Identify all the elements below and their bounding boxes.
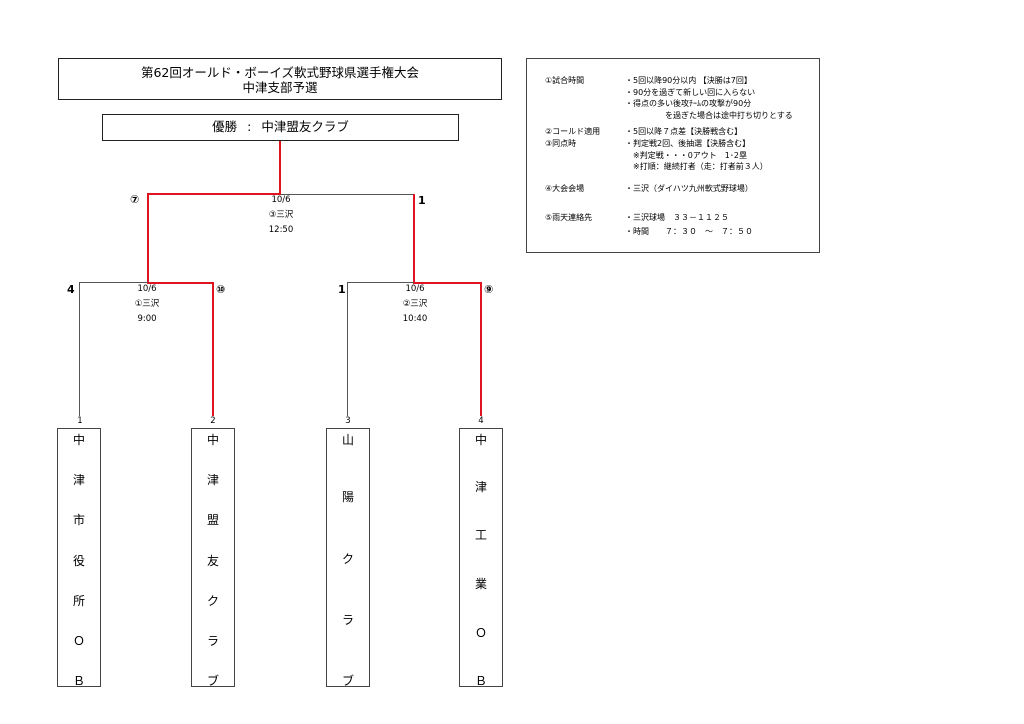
final-game-info: 10/6 ③三沢 12:50 xyxy=(231,193,331,238)
semi2-left-score: 1 xyxy=(338,283,346,296)
semi2-right-horizontal xyxy=(413,282,482,284)
team-3-seed: 3 xyxy=(345,416,351,426)
rules-panel: ①試合時間 ・5回以降90分以内 【決勝は7回】 ・90分を過ぎて新しい回に入ら… xyxy=(526,58,820,253)
team-1-seed: 1 xyxy=(77,416,83,426)
semi2-venue: ②三沢 xyxy=(402,299,428,309)
team-2-seed: 2 xyxy=(210,416,216,426)
semi2-game-info: 10/6 ②三沢 10:40 xyxy=(365,282,465,327)
team-4-seed: 4 xyxy=(478,416,484,426)
semi1-left-score: 4 xyxy=(67,283,75,296)
team-4-box: 中 津 工 業 Ｏ Ｂ xyxy=(459,428,503,688)
semi2-right-score: ⑨ xyxy=(484,283,494,296)
semi2-left-vertical xyxy=(347,282,348,416)
final-right-score: 1 xyxy=(418,194,426,207)
semi2-right-vertical xyxy=(480,282,482,416)
title-line-2: 中津支部予選 xyxy=(242,80,318,95)
semi1-time: 9:00 xyxy=(137,314,157,324)
semi1-left-vertical xyxy=(79,282,80,416)
final-right-vertical xyxy=(413,194,415,283)
semi1-left-horizontal xyxy=(79,282,148,283)
semi2-date: 10/6 xyxy=(405,284,425,294)
team-2-box: 中 津 盟 友 ク ラ ブ xyxy=(191,428,235,688)
final-right-horizontal xyxy=(281,194,414,195)
team-3-box: 山 陽 ク ラ ブ xyxy=(326,428,370,688)
semi1-right-vertical xyxy=(212,282,214,416)
winner-team: 中津盟友クラブ xyxy=(261,119,349,134)
semi2-left-horizontal xyxy=(347,282,414,283)
tournament-title: 第62回オールド・ボーイズ軟式野球県選手権大会 中津支部予選 xyxy=(58,58,502,100)
final-left-score: ⑦ xyxy=(130,193,140,206)
semi1-right-score: ⑩ xyxy=(216,283,226,296)
champion-line xyxy=(279,141,281,195)
semi2-time: 10:40 xyxy=(402,314,428,324)
semi1-venue: ①三沢 xyxy=(134,299,160,309)
winner-label: 優勝 xyxy=(212,119,238,134)
semi1-date: 10/6 xyxy=(137,284,157,294)
winner-banner: 優勝: 中津盟友クラブ xyxy=(102,114,459,141)
semi1-right-horizontal xyxy=(147,282,214,284)
final-left-horizontal xyxy=(147,193,281,195)
team-1-box: 中 津 市 役 所 Ｏ Ｂ xyxy=(57,428,101,688)
final-time: 12:50 xyxy=(268,225,294,235)
title-line-1: 第62回オールド・ボーイズ軟式野球県選手権大会 xyxy=(140,65,420,80)
final-left-vertical xyxy=(147,193,149,283)
winner-separator: : xyxy=(247,119,252,134)
final-date: 10/6 xyxy=(271,195,291,205)
final-venue: ③三沢 xyxy=(268,210,294,220)
semi1-game-info: 10/6 ①三沢 9:00 xyxy=(97,282,197,327)
